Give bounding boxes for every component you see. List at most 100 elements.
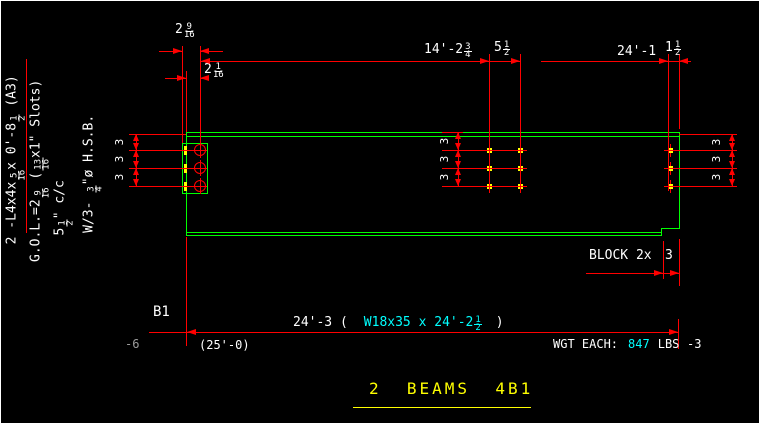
extension-line [129, 168, 207, 169]
weight-value: 847 [628, 337, 650, 351]
note-underline [26, 59, 27, 233]
dimension-line [586, 273, 679, 274]
weight-label: WGT EACH: [553, 337, 619, 351]
extension-line [129, 134, 186, 135]
weight-row: WGT EACH: 847 LBS [553, 338, 679, 351]
dimension-line [200, 51, 223, 52]
dim-arrow-icon [669, 329, 678, 335]
extension-line [679, 134, 737, 135]
extension-line [442, 150, 526, 151]
dim-arrow-icon [729, 150, 735, 157]
title-underline [353, 407, 531, 408]
dim-arrow-icon [455, 132, 461, 139]
dim-arrow-icon [455, 168, 461, 175]
extension-line [520, 54, 521, 191]
beam-top-flange-inner-line [186, 136, 679, 137]
extension-line [679, 54, 680, 129]
beam-top-flange-outer-line [186, 132, 679, 133]
dimension-line [136, 134, 137, 186]
extension-line [129, 150, 207, 151]
dimension-line [159, 51, 182, 52]
dim-arrow-icon [133, 161, 139, 168]
block-label: BLOCK 2x [589, 248, 652, 263]
dim-arrow-icon [200, 75, 209, 81]
dim-span-right: 24'-1 [617, 44, 657, 59]
dim-arrow-icon [729, 168, 735, 175]
extension-line [442, 186, 526, 187]
extension-line [182, 46, 183, 143]
dim-arrow-icon [729, 143, 735, 150]
dim-arrow-icon [670, 270, 679, 276]
extension-line [664, 186, 737, 187]
block-dim: 3 [665, 248, 673, 263]
extension-line [664, 168, 737, 169]
drawing-title: 2 BEAMS 4B1 [369, 379, 534, 398]
dim-arrow-icon [729, 134, 735, 141]
dim-row-spacing: 3 [710, 155, 723, 163]
extension-line [442, 132, 463, 133]
dim-arrow-icon [133, 179, 139, 186]
extension-line [200, 46, 201, 146]
grid-span-note: (25'-0) [199, 338, 250, 352]
dimension-line [149, 332, 678, 333]
extension-line [186, 237, 187, 346]
extension-line [186, 71, 187, 132]
dim-arrow-icon [455, 143, 461, 150]
overall-length: 24'-3 ( [293, 315, 348, 330]
dim-arrow-icon [133, 134, 139, 141]
dim-arrow-icon [133, 168, 139, 175]
dim-arrow-icon [455, 150, 461, 157]
extension-line [663, 241, 664, 279]
beam-right-end-line [679, 132, 680, 229]
dimension-line [458, 132, 459, 186]
dim-row-spacing: 3 [438, 155, 451, 163]
beam-spec: W18x35 x 24'-2 [363, 315, 474, 330]
dim-arrow-icon [187, 329, 196, 335]
dim-arrow-icon [133, 150, 139, 157]
extension-line [668, 54, 669, 191]
dim-arrow-icon [455, 179, 461, 186]
dim-arrow-icon [480, 58, 489, 64]
dim-arrow-icon [729, 179, 735, 186]
dim-arrow-icon [173, 48, 182, 54]
dim-arrow-icon [201, 58, 210, 64]
dim-arrow-icon [133, 143, 139, 150]
beam-bottom-flange-outer-line [186, 235, 662, 236]
dim-arrow-icon [654, 270, 663, 276]
extension-line [489, 54, 490, 191]
dimension-line [201, 61, 520, 62]
ref-left: -6 [125, 337, 140, 351]
extension-line [129, 186, 207, 187]
dim-row-spacing: 3 [438, 137, 451, 145]
block-notch-vertical-line [661, 228, 662, 236]
extension-line [664, 150, 737, 151]
overall-close-paren: ) [495, 315, 504, 330]
dim-arrow-icon [455, 161, 461, 168]
dim-arrow-icon [177, 75, 186, 81]
dim-arrow-icon [659, 58, 668, 64]
extension-line [678, 319, 679, 349]
beam-bottom-flange-inner-line [186, 232, 661, 233]
weight-unit: LBS [657, 337, 680, 351]
dimension-line [541, 61, 668, 62]
extension-line [442, 168, 526, 169]
dim-arrow-icon [679, 58, 688, 64]
dim-arrow-icon [511, 58, 520, 64]
dim-row-spacing: 3 [710, 138, 723, 146]
dim-arrow-icon [200, 48, 209, 54]
dim-row-spacing: 3 [710, 173, 723, 181]
dimension-line [165, 78, 186, 79]
block-notch-horizontal-line [661, 228, 680, 229]
beam-mark: B1 [153, 304, 170, 320]
dim-row-spacing: 3 [438, 173, 451, 181]
ref-right: -3 [687, 337, 702, 351]
